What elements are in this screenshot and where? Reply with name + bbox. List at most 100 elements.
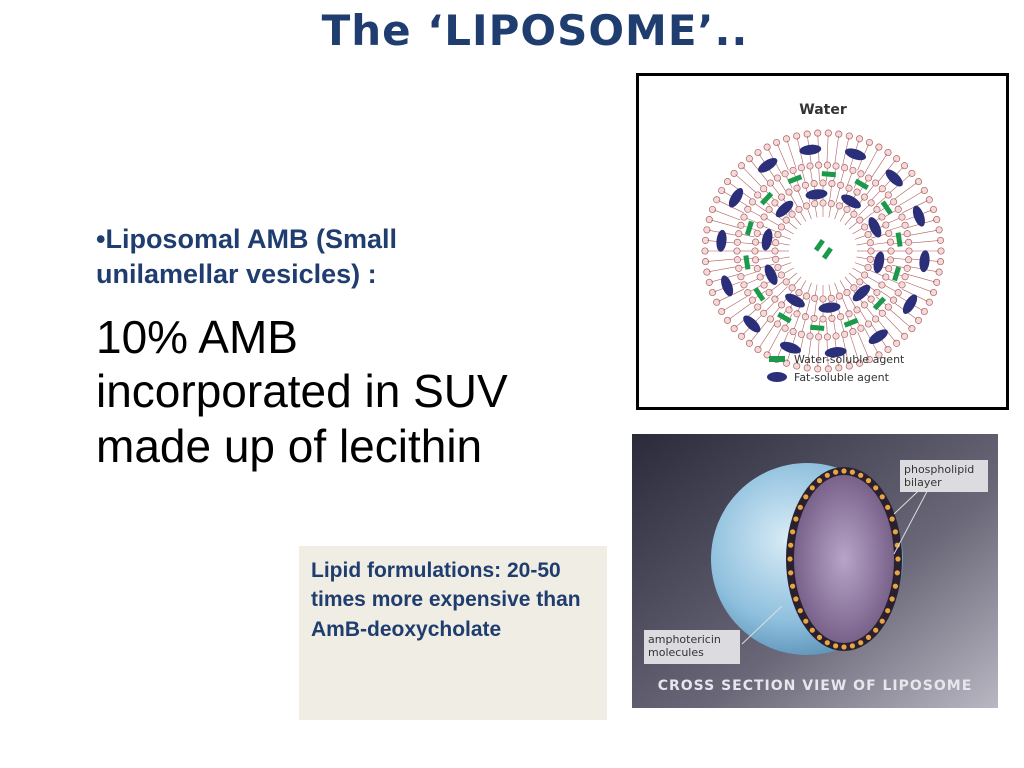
lipid-head bbox=[785, 188, 793, 196]
lipid-tail bbox=[880, 290, 893, 300]
lipid-head bbox=[793, 184, 801, 192]
ampho-dot bbox=[824, 472, 830, 478]
ampho-dot bbox=[865, 634, 872, 640]
lipid-head bbox=[801, 313, 809, 321]
lipid-head bbox=[835, 202, 843, 210]
lipid-head bbox=[920, 186, 928, 195]
lipid-head bbox=[903, 230, 911, 238]
lipid-tail bbox=[758, 324, 775, 348]
lipid-head bbox=[745, 155, 753, 163]
lipid-tail bbox=[834, 135, 839, 164]
lipid-tail bbox=[770, 281, 784, 292]
lipid-tail bbox=[787, 272, 798, 281]
lipid-head bbox=[905, 247, 913, 255]
fat-soluble-agent bbox=[785, 293, 805, 308]
lipid-head bbox=[898, 213, 906, 221]
lipid-tail bbox=[814, 284, 818, 297]
lipid-head bbox=[886, 256, 894, 264]
fat-soluble-agent bbox=[799, 144, 822, 155]
ampho-dot bbox=[895, 556, 901, 562]
lipid-head bbox=[788, 210, 796, 218]
fat-soluble-agent bbox=[728, 188, 744, 208]
lipid-tail bbox=[723, 295, 748, 311]
lipid-tail bbox=[857, 331, 869, 358]
lipid-head bbox=[845, 362, 853, 370]
lipid-head bbox=[890, 296, 898, 304]
lipid-head bbox=[845, 132, 853, 140]
lipid-head bbox=[878, 281, 886, 289]
lipid-head bbox=[748, 296, 756, 304]
liposome-diagram: Water Water-soluble agent Fat-soluble ag… bbox=[636, 73, 1009, 410]
lipid-head bbox=[788, 284, 796, 292]
fat-soluble-agent bbox=[852, 284, 871, 302]
lipid-tail bbox=[759, 296, 771, 306]
lipid-head bbox=[760, 213, 768, 221]
lipid-head bbox=[703, 268, 711, 276]
ampho-dot bbox=[793, 596, 799, 602]
fat-soluble-agent bbox=[868, 217, 882, 238]
water-soluble-agent bbox=[821, 246, 833, 260]
lipid-head bbox=[718, 186, 726, 195]
lipid-tail bbox=[910, 240, 939, 244]
ampho-dot bbox=[788, 570, 794, 576]
lipid-head bbox=[884, 345, 892, 354]
lipid-tail bbox=[884, 284, 897, 293]
lipid-head bbox=[801, 181, 809, 189]
lipid-head bbox=[860, 301, 868, 309]
lipid-head bbox=[905, 238, 913, 246]
lipid-head bbox=[733, 247, 741, 255]
lipid-head bbox=[886, 238, 894, 246]
lipid-tail bbox=[707, 258, 736, 262]
lipid-head bbox=[773, 174, 782, 182]
bilayer-label-line1: phospholipid bbox=[904, 463, 974, 476]
lipid-tail bbox=[779, 235, 792, 240]
lipid-tail bbox=[739, 242, 754, 245]
lipid-head bbox=[819, 199, 827, 207]
lipid-head bbox=[754, 148, 762, 157]
lipid-tail bbox=[864, 148, 879, 174]
lipid-head bbox=[873, 206, 881, 214]
lipid-head bbox=[793, 362, 801, 370]
lipid-head bbox=[832, 162, 840, 170]
lipid-tail bbox=[833, 320, 836, 335]
lipid-tail bbox=[854, 262, 867, 267]
lipid-tail bbox=[714, 209, 741, 221]
fat-soluble-agent bbox=[873, 251, 885, 274]
body-text: 10% AMB incorporated in SUV made up of l… bbox=[96, 311, 508, 472]
lipid-head bbox=[703, 226, 711, 234]
lipid-tail bbox=[869, 269, 885, 277]
lipid-tail bbox=[909, 230, 938, 236]
lipid-tail bbox=[807, 338, 812, 367]
bilayer-rings bbox=[701, 129, 945, 373]
lipid-head bbox=[810, 314, 818, 322]
lipid-head bbox=[806, 162, 814, 170]
ampho-dot bbox=[816, 634, 823, 640]
lipid-head bbox=[878, 309, 886, 317]
lipid-tail bbox=[799, 280, 807, 291]
legend-water-soluble: Water-soluble agent bbox=[794, 353, 905, 366]
lipid-tail bbox=[889, 225, 904, 231]
lipid-head bbox=[875, 143, 883, 151]
water-soluble-agent bbox=[843, 317, 859, 328]
lipid-head bbox=[797, 330, 805, 338]
lipid-tail bbox=[807, 282, 812, 295]
ampho-label-line2: molecules bbox=[648, 646, 704, 659]
lipid-head bbox=[763, 351, 771, 359]
water-soluble-agent bbox=[821, 171, 836, 178]
bilayer-pointer-2 bbox=[893, 481, 933, 555]
water-soluble-agent bbox=[895, 232, 903, 247]
water-soluble-agent bbox=[813, 238, 825, 252]
lipid-tail bbox=[776, 286, 788, 298]
lipid-head bbox=[763, 143, 771, 151]
lipid-head bbox=[929, 288, 938, 297]
lipid-head bbox=[803, 292, 811, 300]
lipid-head bbox=[878, 213, 886, 221]
lipid-head bbox=[823, 161, 831, 169]
fat-soluble-agent bbox=[779, 341, 802, 354]
lipid-head bbox=[752, 238, 760, 246]
lipid-head bbox=[855, 135, 864, 143]
lipid-head bbox=[872, 315, 880, 323]
ampho-dot bbox=[858, 472, 864, 478]
lipid-tail bbox=[745, 278, 759, 285]
lipid-head bbox=[882, 273, 890, 281]
